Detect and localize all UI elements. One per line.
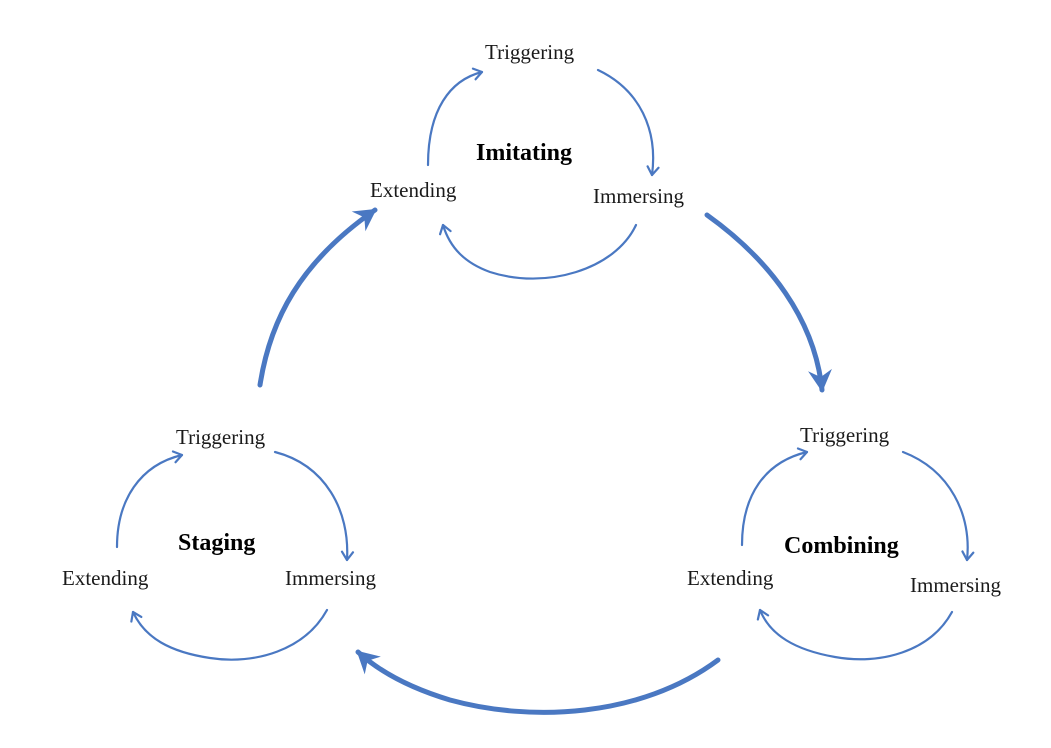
staging-extending-label: Extending [62, 566, 149, 590]
staging-immersing-label: Immersing [285, 566, 376, 590]
imitating-extending-label: Extending [370, 178, 457, 202]
cycle-imitating: Triggering Immersing Extending Imitating [370, 40, 684, 280]
imitating-arrow-extending-to-triggering [426, 67, 484, 167]
staging-triggering-label: Triggering [176, 425, 266, 449]
imitating-arrow-immersing-to-extending [438, 223, 638, 280]
combining-triggering-label: Triggering [800, 423, 890, 447]
cycle-combining: Triggering Immersing Extending Combining [687, 423, 1001, 661]
arrow-staging-to-imitating [257, 207, 378, 388]
combining-arrow-triggering-to-immersing [901, 450, 975, 562]
combining-extending-label: Extending [687, 566, 774, 590]
combining-arrow-immersing-to-extending [756, 608, 954, 661]
combining-immersing-label: Immersing [910, 573, 1001, 597]
staging-center-label: Staging [178, 530, 255, 556]
combining-center-label: Combining [784, 533, 899, 559]
imitating-triggering-label: Triggering [485, 40, 575, 64]
outer-cycle-arrows [257, 207, 832, 715]
staging-arrow-extending-to-triggering [115, 450, 184, 549]
combining-arrow-extending-to-triggering [740, 447, 809, 547]
staging-arrow-triggering-to-immersing [273, 450, 355, 562]
imitating-center-label: Imitating [476, 140, 572, 166]
arrow-combining-to-staging [355, 649, 721, 715]
staging-arrow-immersing-to-extending [130, 608, 329, 661]
imitating-immersing-label: Immersing [593, 184, 684, 208]
arrow-imitating-to-combining [704, 212, 832, 393]
imitating-arrow-triggering-to-immersing [596, 68, 660, 177]
cycle-staging: Triggering Immersing Extending Staging [62, 425, 376, 661]
